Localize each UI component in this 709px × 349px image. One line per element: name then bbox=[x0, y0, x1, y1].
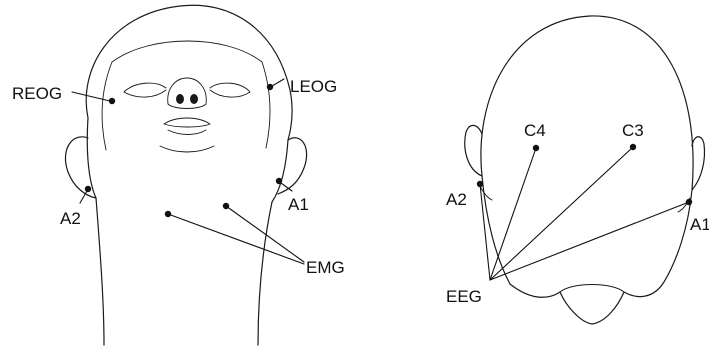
back-left-side bbox=[482, 176, 510, 284]
back-a2-label: A2 bbox=[446, 190, 467, 209]
back-head-view: C4 C3 A2 A1 EEG bbox=[446, 16, 709, 324]
front-emg-leader-2 bbox=[226, 206, 304, 262]
back-right-ear bbox=[465, 125, 482, 176]
back-neck-base bbox=[510, 282, 664, 324]
front-reog-leader bbox=[72, 92, 110, 101]
front-emg-label: EMG bbox=[306, 258, 345, 277]
front-a2-electrode bbox=[85, 186, 91, 192]
front-left-ear bbox=[278, 138, 307, 194]
back-eeg-leader-a1 bbox=[490, 202, 689, 280]
back-c4-label: C4 bbox=[524, 121, 546, 140]
front-nose bbox=[168, 78, 207, 109]
back-c3-label: C3 bbox=[622, 121, 644, 140]
front-nostril-left bbox=[190, 94, 198, 104]
front-brow-arc bbox=[112, 41, 262, 62]
front-a2-label: A2 bbox=[60, 209, 81, 228]
back-left-ear bbox=[692, 137, 705, 190]
front-right-ear bbox=[65, 137, 96, 198]
front-a1-label: A1 bbox=[288, 195, 309, 214]
front-mouth bbox=[164, 118, 210, 135]
front-leog-electrode bbox=[267, 84, 273, 90]
front-leog-leader bbox=[272, 79, 284, 86]
back-eeg-label: EEG bbox=[446, 287, 482, 306]
front-eye-right bbox=[124, 83, 166, 97]
front-reog-label: REOG bbox=[12, 84, 62, 103]
back-a1-label: A1 bbox=[690, 215, 709, 234]
front-face-left bbox=[102, 62, 112, 150]
front-emg-leader-1 bbox=[168, 214, 304, 264]
front-chin bbox=[160, 146, 214, 152]
front-neck-right bbox=[258, 202, 272, 345]
front-head-view: REOG LEOG A2 A1 EMG bbox=[12, 5, 345, 345]
back-neck-notch bbox=[560, 285, 624, 293]
front-head-outline bbox=[86, 5, 292, 140]
back-eeg-leader-c4 bbox=[490, 148, 536, 280]
front-leog-label: LEOG bbox=[290, 77, 337, 96]
front-face-right bbox=[262, 62, 270, 148]
front-neck-left bbox=[96, 198, 104, 345]
front-eye-left bbox=[210, 83, 250, 97]
front-nostril-right bbox=[176, 94, 184, 104]
back-eeg-leader-c3 bbox=[490, 147, 633, 280]
